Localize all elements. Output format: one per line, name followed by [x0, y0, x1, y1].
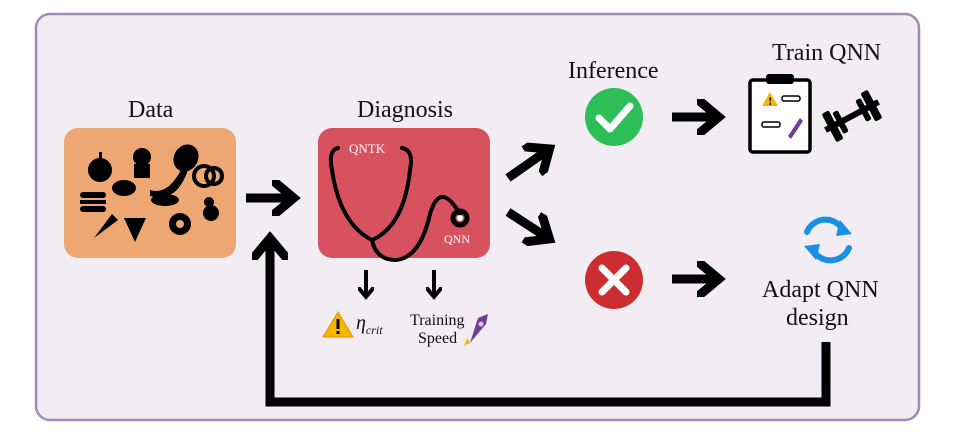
dumbbell-icon: [822, 90, 882, 142]
diagnosis-title: Diagnosis: [357, 97, 453, 123]
warning-icon: [322, 311, 354, 338]
eta-subscript: crit: [365, 323, 383, 337]
eta-crit-label: ηcrit: [356, 312, 383, 338]
train-qnn-title: Train QNN: [772, 40, 882, 66]
clipboard-icon: !: [748, 74, 812, 154]
food-icons: [80, 144, 224, 242]
stethoscope-icon: [328, 146, 470, 263]
adapt-qnn-line1: Adapt QNN: [762, 277, 879, 303]
check-icon: [585, 88, 643, 146]
training-speed-line1: Training: [410, 312, 465, 329]
adapt-qnn-line2: design: [786, 305, 849, 331]
eta-symbol: η: [356, 312, 366, 334]
arrow-diagnosis-down: [505, 208, 548, 238]
qntk-label: QNTK: [349, 141, 386, 156]
arrow-diagnosis-up: [505, 150, 548, 182]
training-speed-line2: Speed: [418, 330, 458, 347]
data-title: Data: [128, 97, 174, 123]
qnn-label: QNN: [444, 232, 470, 246]
feedback-loop-arrow: [270, 240, 831, 407]
inference-title: Inference: [568, 58, 659, 84]
svg-text:!: !: [768, 97, 772, 108]
rocket-icon: [464, 314, 488, 346]
